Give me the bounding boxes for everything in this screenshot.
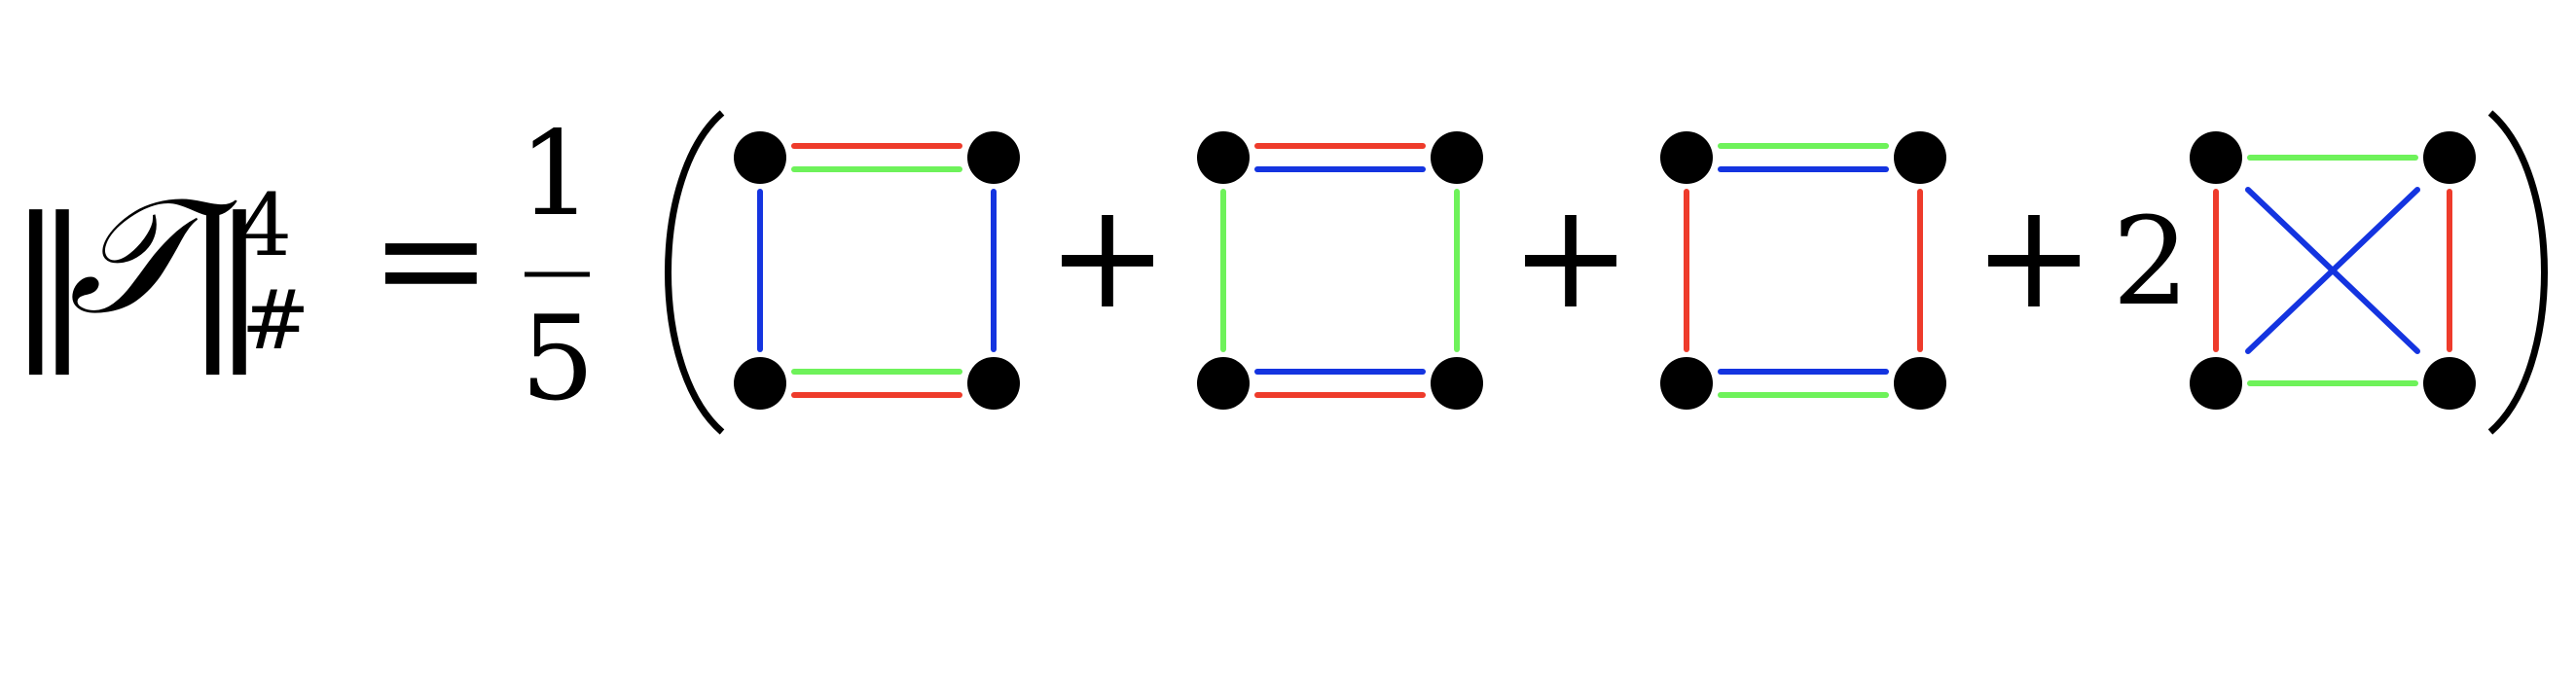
equals-sign: = [370,175,492,344]
plus-sign: + [1973,172,2095,342]
plus-sign: + [1046,172,1169,342]
diagonal-edge [2245,187,2420,354]
vertex-top-left [1660,131,1713,184]
coefficient-fraction: 1 5 [519,107,595,427]
vertex-top-left [1197,131,1250,184]
graph-diagram [1197,131,1483,410]
paren-close [2487,110,2548,435]
graph-diagrams [734,131,2476,410]
vertex-bottom-left [1660,357,1713,410]
fraction-numerator: 1 [519,107,593,242]
vertex-bottom-right [1894,357,1946,410]
norm-subscript: # [241,272,309,368]
vertex-bottom-left [2190,357,2242,410]
graph-diagram [1660,131,1946,410]
vertex-top-right [967,131,1020,184]
fraction-denominator: 5 [521,292,595,427]
norm-exponent: 4 [237,175,292,275]
vertex-top-right [2423,131,2476,184]
graph-diagram [2190,131,2476,410]
plus-sign: + [1509,172,1632,342]
vertex-bottom-right [1431,357,1483,410]
vertex-bottom-right [2423,357,2476,410]
last-term-multiplier: 2 [2112,192,2190,333]
vertex-bottom-left [734,357,786,410]
graph-diagram [734,131,1020,410]
vertex-top-right [1431,131,1483,184]
vertex-top-right [1894,131,1946,184]
norm-bar-left: ‖ [8,183,91,376]
vertex-bottom-left [1197,357,1250,410]
paren-open [665,110,725,435]
norm-bar-right: ‖ [185,183,268,376]
lhs-norm: ‖ 𝒯 ‖ 4 # [8,162,309,376]
vertex-top-left [734,131,786,184]
vertex-bottom-right [967,357,1020,410]
vertex-top-left [2190,131,2242,184]
